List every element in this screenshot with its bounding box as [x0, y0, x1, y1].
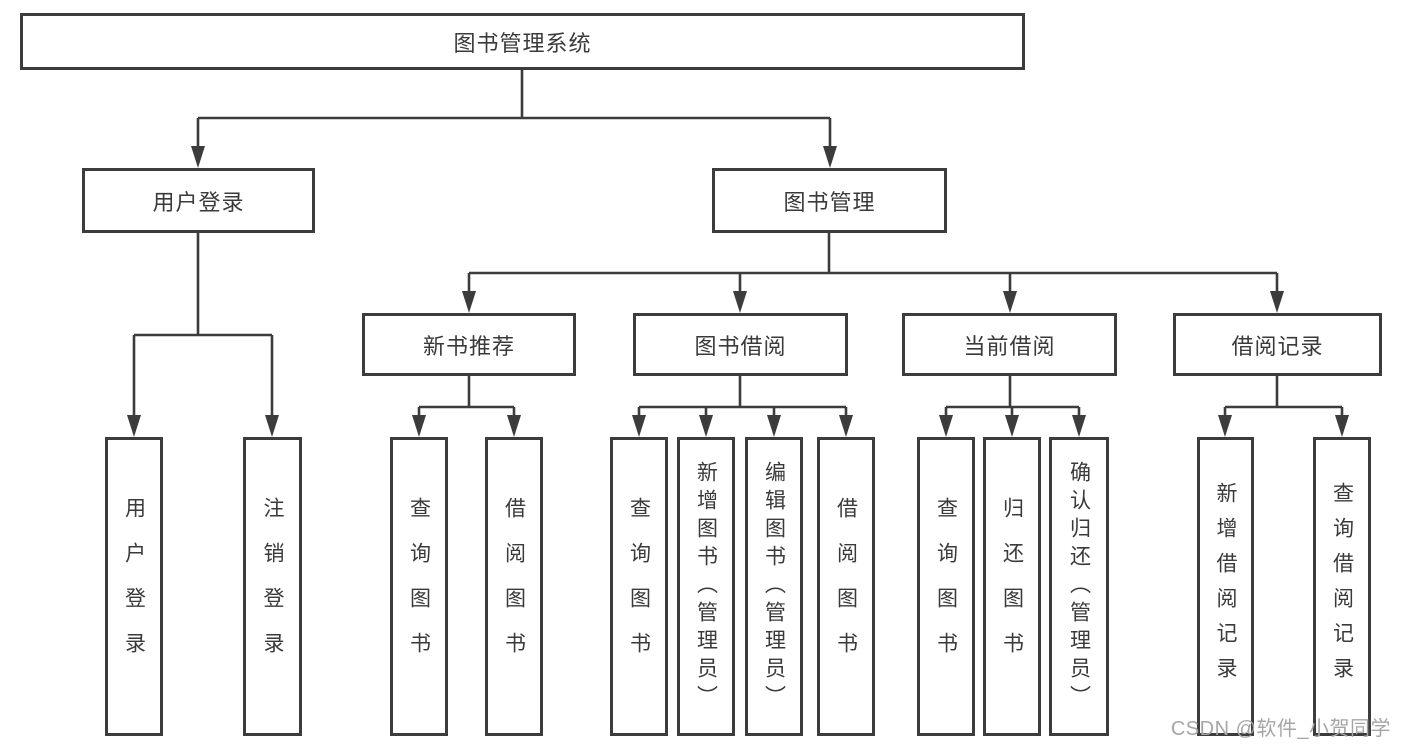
node-root-label: 图书管理系统	[453, 30, 592, 56]
node-current-borrowing-label: 当前借阅	[963, 333, 1056, 359]
leaf-confirm-return-admin-label: 确认归还（管理员）	[1067, 460, 1091, 713]
node-user-login: 用户登录	[82, 168, 315, 233]
leaf-borrowing-borrow-books: 借阅图书	[817, 437, 875, 736]
leaf-query-borrow-record: 查询借阅记录	[1313, 437, 1371, 736]
leaf-logout: 注销登录	[243, 437, 302, 736]
node-user-login-label: 用户登录	[152, 189, 245, 215]
node-book-management-label: 图书管理	[783, 189, 876, 215]
leaf-add-books-admin-label: 新增图书（管理员）	[694, 460, 718, 713]
leaf-add-books-admin: 新增图书（管理员）	[677, 437, 735, 736]
node-book-borrowing: 图书借阅	[633, 313, 848, 376]
leaf-recommend-borrow-books: 借阅图书	[485, 437, 543, 736]
node-borrowing-records: 借阅记录	[1173, 313, 1382, 376]
leaf-return-books-label: 归还图书	[1000, 496, 1024, 677]
leaf-confirm-return-admin: 确认归还（管理员）	[1049, 437, 1109, 736]
node-new-book-recommend-label: 新书推荐	[422, 333, 515, 359]
leaf-user-login: 用户登录	[105, 437, 163, 736]
leaf-add-borrow-record: 新增借阅记录	[1197, 437, 1254, 736]
leaf-edit-books-admin: 编辑图书（管理员）	[745, 437, 803, 736]
leaf-current-query-books: 查询图书	[917, 437, 975, 736]
node-book-management: 图书管理	[712, 168, 947, 233]
leaf-current-query-books-label: 查询图书	[934, 496, 958, 677]
leaf-add-borrow-record-label: 新增借阅记录	[1214, 481, 1237, 692]
node-current-borrowing: 当前借阅	[902, 313, 1117, 376]
leaf-borrowing-query-books-label: 查询图书	[627, 496, 651, 677]
leaf-recommend-borrow-books-label: 借阅图书	[502, 496, 526, 677]
node-book-borrowing-label: 图书借阅	[694, 333, 787, 359]
leaf-recommend-query-books-label: 查询图书	[407, 496, 431, 677]
leaf-query-borrow-record-label: 查询借阅记录	[1330, 481, 1354, 692]
node-borrowing-records-label: 借阅记录	[1231, 333, 1324, 359]
leaf-edit-books-admin-label: 编辑图书（管理员）	[762, 460, 786, 713]
csdn-watermark: CSDN @软件_小贺同学	[1170, 718, 1391, 740]
leaf-logout-label: 注销登录	[261, 496, 284, 677]
leaf-return-books: 归还图书	[983, 437, 1041, 736]
leaf-recommend-query-books: 查询图书	[390, 437, 448, 736]
leaf-borrowing-borrow-books-label: 借阅图书	[834, 496, 858, 677]
leaf-user-login-label: 用户登录	[122, 496, 146, 677]
node-root-system: 图书管理系统	[20, 13, 1025, 70]
leaf-borrowing-query-books: 查询图书	[610, 437, 668, 736]
node-new-book-recommend: 新书推荐	[362, 313, 576, 376]
